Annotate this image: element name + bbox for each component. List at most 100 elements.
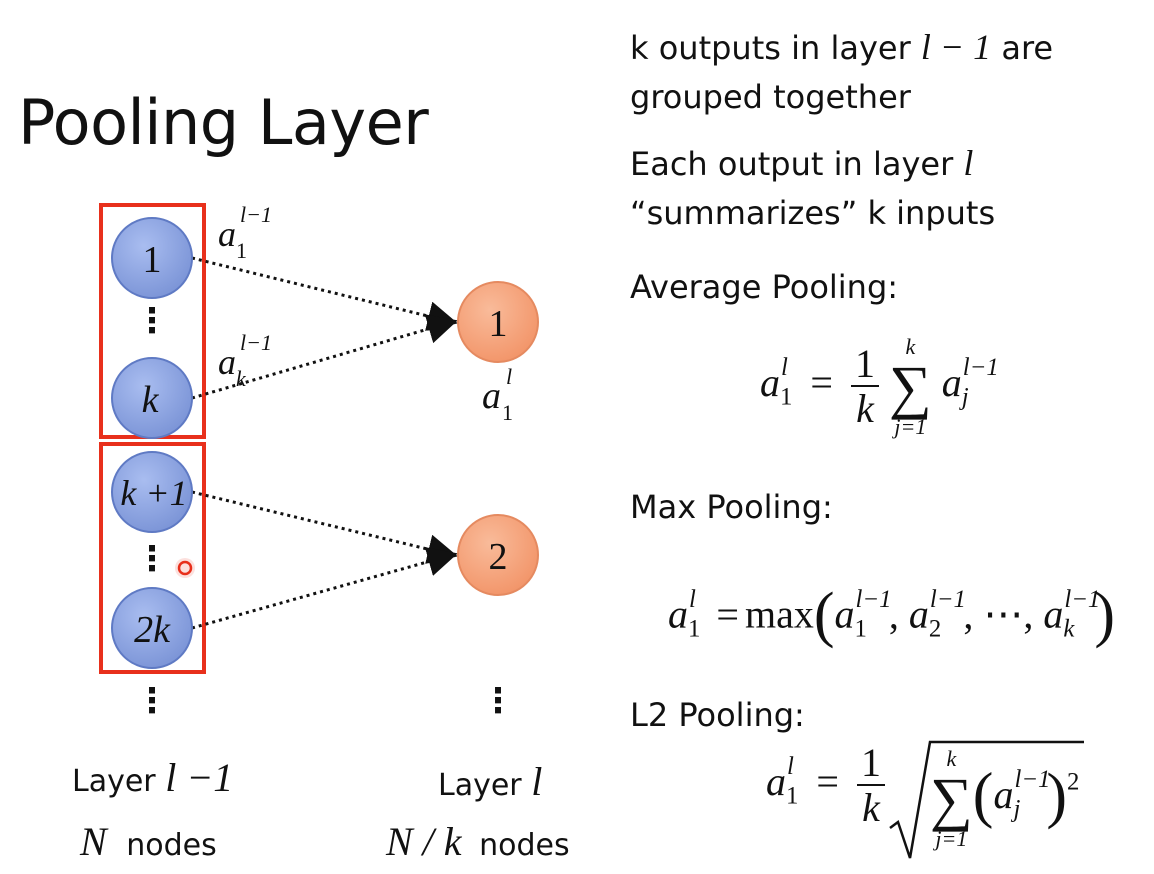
l2-eq: = [816, 759, 839, 805]
input-node-2k [111, 587, 193, 669]
output-node-2 [457, 514, 539, 596]
input-node-1-label: 1 [143, 239, 162, 281]
l2-sum-lower: j=1 [935, 826, 968, 851]
vdots-group1: ⋮ [135, 301, 169, 341]
group-box-2 [99, 442, 206, 674]
max-lhs-sup: l [689, 585, 696, 613]
layer-right-math: l [531, 759, 543, 804]
edge-k-to-out1 [191, 314, 458, 400]
vdots-more-inputs: ⋮ [135, 681, 169, 721]
max-arg2-base: a [908, 591, 929, 637]
l2-close-paren: ) [1046, 761, 1067, 830]
desc-line-1: k outputs in layer l − 1 are [630, 24, 1053, 71]
avg-sum: k ∑ j=1 [889, 336, 932, 438]
avg-fraction: 1 k [850, 343, 879, 431]
l2-term-sub: j [1013, 795, 1021, 823]
max-close-paren: ) [1094, 581, 1115, 649]
desc-line-3-math: l [963, 143, 974, 183]
max-arg1-base: a [834, 591, 855, 637]
avg-lhs-sub: 1 [780, 383, 793, 411]
max-arg1-sup: l−1 [855, 585, 892, 613]
layer-left-caption: Layer l −1 [72, 754, 233, 801]
edge-label-1: a 1 l−1 [218, 202, 272, 263]
max-pooling-heading: Max Pooling: [630, 488, 833, 526]
vdots-group2: ⋮ [135, 539, 169, 579]
l2-fraction: 1 k [856, 742, 885, 830]
desc-line-1b: are [1001, 29, 1054, 67]
edge-2k-to-out2 [191, 547, 458, 630]
desc-line-3: Each output in layer l [630, 140, 973, 187]
edge-label-k-base: a [218, 342, 236, 382]
l2-pooling-heading: L2 Pooling: [630, 696, 805, 734]
input-node-2k-label: 2k [134, 609, 171, 651]
l2-sqrt [889, 740, 1084, 859]
edge-label-1-sub: 1 [236, 238, 247, 263]
avg-eq: = [810, 360, 833, 406]
max-arg3-base: a [1043, 591, 1064, 637]
avg-lhs-base: a [760, 360, 780, 406]
max-arg1-sub: 1 [854, 615, 867, 643]
desc-line-4: “summarizes” k inputs [630, 194, 996, 232]
desc-line-1-math: l − 1 [920, 27, 992, 67]
max-comma-3: , [1023, 591, 1034, 637]
l2-frac-den: k [862, 785, 880, 830]
desc-line-1a: k outputs in layer [630, 29, 911, 67]
avg-frac-num: 1 [850, 343, 879, 387]
l2-open-paren: ( [972, 761, 994, 830]
max-comma-2: , [963, 591, 974, 637]
max-comma-1: , [888, 591, 899, 637]
output-label-a1: a 1 l [482, 364, 513, 425]
cursor-halo [175, 558, 195, 578]
avg-sum-lower: j=1 [894, 414, 927, 439]
l2-sum-upper: k [946, 746, 957, 771]
desc-line-3a: Each output in layer [630, 145, 954, 183]
avg-term-sup: l−1 [962, 354, 999, 382]
layer-left-word: Layer [72, 764, 156, 799]
max-fn: max [744, 591, 814, 637]
input-node-k-plus-1-label: k +1 [120, 473, 187, 513]
avg-term-base: a [941, 360, 962, 406]
layer-right-count-word: nodes [479, 828, 570, 863]
vdots-more-outputs: ⋮ [481, 681, 515, 721]
l2-lhs-sup: l [787, 753, 794, 781]
input-node-1 [111, 217, 193, 299]
avg-sum-upper: k [905, 334, 916, 359]
edge-label-1-base: a [218, 214, 236, 254]
output-node-1-label: 1 [489, 303, 508, 345]
avg-term-sub: j [961, 383, 969, 411]
layer-left-count: N nodes [80, 818, 217, 865]
input-node-k-label: k [142, 379, 160, 421]
cursor-marker [177, 560, 193, 576]
avg-pooling-heading: Average Pooling: [630, 268, 899, 306]
layer-left-math: l −1 [165, 755, 234, 800]
edge-k1-to-out2 [191, 490, 458, 564]
max-eq: = [716, 591, 739, 637]
avg-frac-den: k [856, 386, 874, 431]
avg-lhs-sup: l [781, 354, 788, 382]
edge-label-k-sub: k [236, 366, 247, 391]
l2-lhs-sub: 1 [786, 782, 799, 810]
max-arg2-sub: 2 [928, 615, 942, 643]
slide-title: Pooling Layer [18, 86, 429, 159]
l2-term-base: a [993, 772, 1014, 818]
edge-label-k-sup: l−1 [240, 330, 272, 355]
sqrt-sign [889, 740, 1084, 859]
input-node-k [111, 357, 193, 439]
max-arg2-sup: l−1 [929, 585, 966, 613]
layer-right-word: Layer [438, 768, 522, 803]
l2-square: 2 [1066, 768, 1080, 796]
layer-right-count-math: N / k [386, 819, 462, 864]
output-label-base: a [482, 375, 501, 417]
max-arg3-sup: l−1 [1064, 585, 1101, 613]
l2-sum: k ∑ j=1 [930, 748, 973, 850]
avg-sum-sigma: ∑ [888, 354, 932, 420]
l2-frac-num: 1 [856, 742, 885, 786]
l2-term-sup: l−1 [1014, 766, 1051, 794]
l2-lhs-base: a [766, 759, 786, 805]
edge-1-to-out1 [191, 256, 458, 331]
max-dots: ⋯ [983, 591, 1024, 637]
